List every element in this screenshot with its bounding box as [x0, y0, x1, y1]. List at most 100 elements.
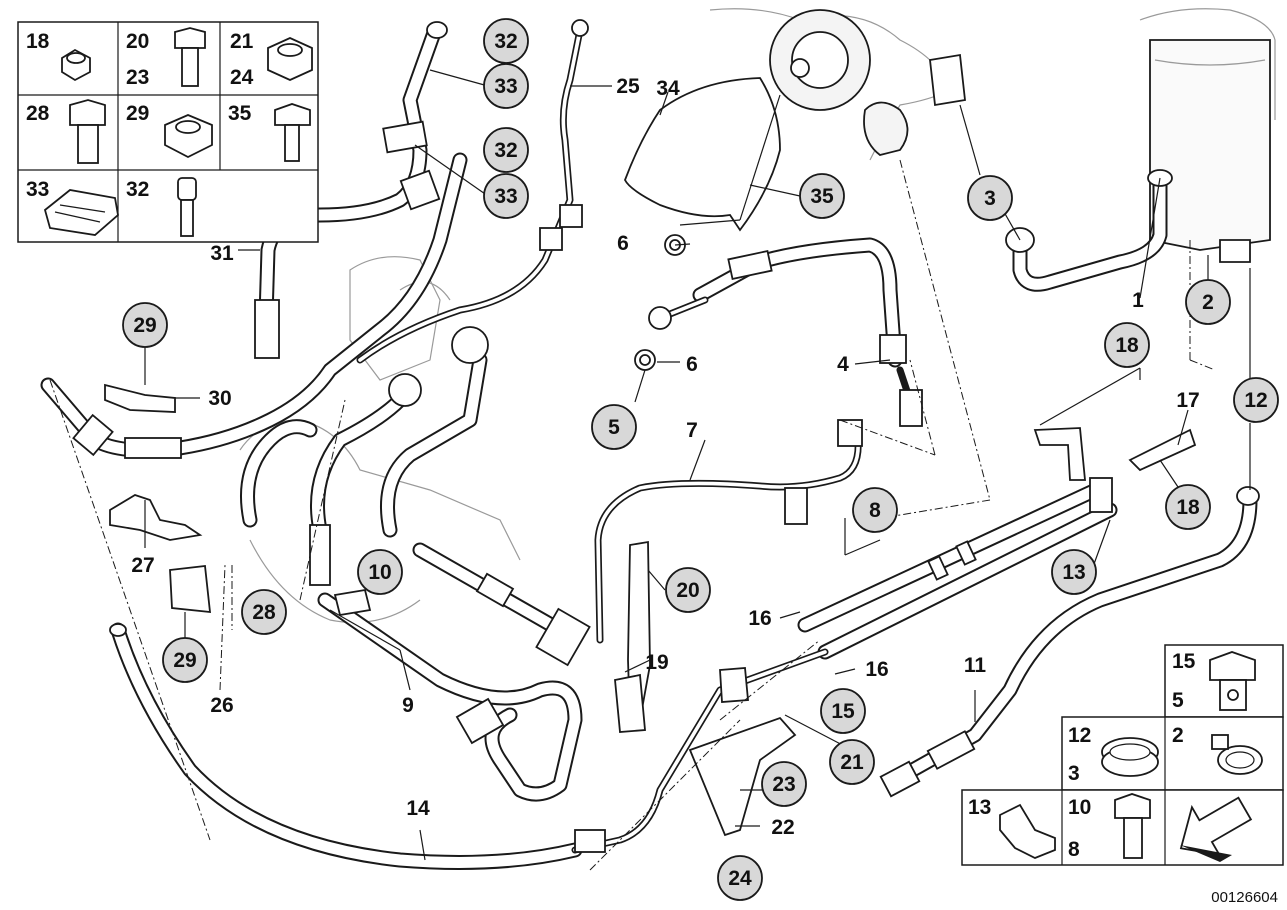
callout-5: 5	[591, 404, 637, 450]
callout-33: 33	[483, 173, 529, 219]
brackets	[104, 383, 1197, 837]
callout-number: 16	[748, 607, 771, 630]
callout-9: 9	[402, 694, 414, 717]
hose-10	[412, 542, 591, 667]
callout-circle	[799, 173, 845, 219]
legend-part-number: 8	[1068, 838, 1080, 861]
callout-circle	[852, 487, 898, 533]
callout-circle	[591, 404, 637, 450]
hose-clip-icon	[43, 189, 119, 236]
callout-14: 14	[406, 797, 430, 820]
callout-number: 25	[616, 75, 640, 98]
callout-4: 4	[837, 353, 849, 376]
callout-number: 6	[617, 232, 629, 255]
callout-23: 23	[761, 761, 807, 807]
callout-number: 1	[1132, 289, 1144, 312]
callout-number: 18	[1115, 334, 1139, 357]
legend-part-number: 5	[1172, 689, 1184, 712]
hose-clamp-icon	[1101, 737, 1159, 777]
callout-18: 18	[1104, 322, 1150, 368]
callout-16: 16	[748, 607, 771, 630]
legend-part-number: 28	[26, 102, 50, 125]
callout-16: 16	[865, 658, 888, 681]
callout-circle	[1233, 377, 1279, 423]
callout-circle	[761, 761, 807, 807]
pump-and-reservoir-outline	[709, 8, 1276, 263]
hose-11	[879, 486, 1260, 798]
callout-circle	[967, 175, 1013, 221]
callout-number: 32	[494, 30, 517, 53]
callout-number: 18	[1176, 496, 1200, 519]
callout-number: 15	[831, 700, 855, 723]
callout-number: 6	[686, 353, 698, 376]
return-line-14	[109, 622, 829, 870]
callout-circle	[1165, 484, 1211, 530]
callout-circle	[1104, 322, 1150, 368]
callout-circle	[820, 688, 866, 734]
cooler-lines-13	[797, 477, 1118, 660]
document-number: 00126604	[1211, 889, 1278, 906]
service-legend	[961, 644, 1284, 866]
callout-26: 26	[210, 694, 233, 717]
callout-35: 35	[799, 173, 845, 219]
callout-number: 8	[869, 499, 881, 522]
callout-number: 3	[984, 187, 996, 210]
callout-30: 30	[208, 387, 231, 410]
callout-number: 9	[402, 694, 414, 717]
socket-screw-icon	[177, 177, 197, 237]
callout-29: 29	[122, 302, 168, 348]
callout-number: 32	[494, 139, 517, 162]
callout-number: 14	[406, 797, 430, 820]
legend-part-number: 24	[230, 66, 254, 89]
flange-nut-icon	[267, 37, 313, 81]
callout-number: 20	[676, 579, 699, 602]
callout-number: 23	[772, 773, 795, 796]
heat-shield-34	[624, 77, 781, 232]
callout-circle	[483, 63, 529, 109]
legend-part-number: 20	[126, 30, 149, 53]
callout-24: 24	[717, 855, 763, 901]
callout-32: 32	[483, 18, 529, 64]
callout-number: 12	[1244, 389, 1267, 412]
callout-number: 27	[131, 554, 154, 577]
pipe-7	[594, 419, 863, 644]
callout-10: 10	[357, 549, 403, 595]
callout-number: 33	[494, 185, 517, 208]
callout-number: 13	[1062, 561, 1085, 584]
callout-6: 6	[617, 232, 629, 255]
callout-circle	[1051, 549, 1097, 595]
callout-6: 6	[686, 353, 698, 376]
callout-number: 24	[728, 867, 752, 890]
pipe-clip-icon	[999, 803, 1056, 859]
callout-7: 7	[686, 419, 698, 442]
callout-8: 8	[852, 487, 898, 533]
callout-12: 12	[1233, 377, 1279, 423]
legend-part-number: 29	[126, 102, 149, 125]
legend-part-number: 18	[26, 30, 50, 53]
callout-17: 17	[1176, 389, 1199, 412]
callout-20: 20	[665, 567, 711, 613]
hex-nut-icon	[164, 114, 213, 159]
callout-circle	[483, 18, 529, 64]
callout-number: 11	[964, 654, 987, 677]
callout-28: 28	[241, 589, 287, 635]
callout-number: 2	[1202, 291, 1214, 314]
callout-circle	[162, 637, 208, 683]
callout-29: 29	[162, 637, 208, 683]
callout-number: 16	[865, 658, 888, 681]
direction-arrow-icon	[1179, 796, 1253, 862]
callout-2: 2	[1185, 279, 1231, 325]
callout-32: 32	[483, 127, 529, 173]
callout-number: 21	[840, 751, 864, 774]
callout-number: 33	[494, 75, 517, 98]
legend-part-number: 10	[1068, 796, 1091, 819]
hardware-legend	[17, 21, 319, 243]
callout-number: 29	[133, 314, 156, 337]
callout-number: 4	[837, 353, 849, 376]
pressure-hose-4	[656, 237, 923, 427]
legend-part-number: 15	[1172, 650, 1196, 673]
callout-circle	[483, 127, 529, 173]
callout-31: 31	[210, 242, 234, 265]
callout-circle	[1185, 279, 1231, 325]
callout-number: 10	[368, 561, 391, 584]
